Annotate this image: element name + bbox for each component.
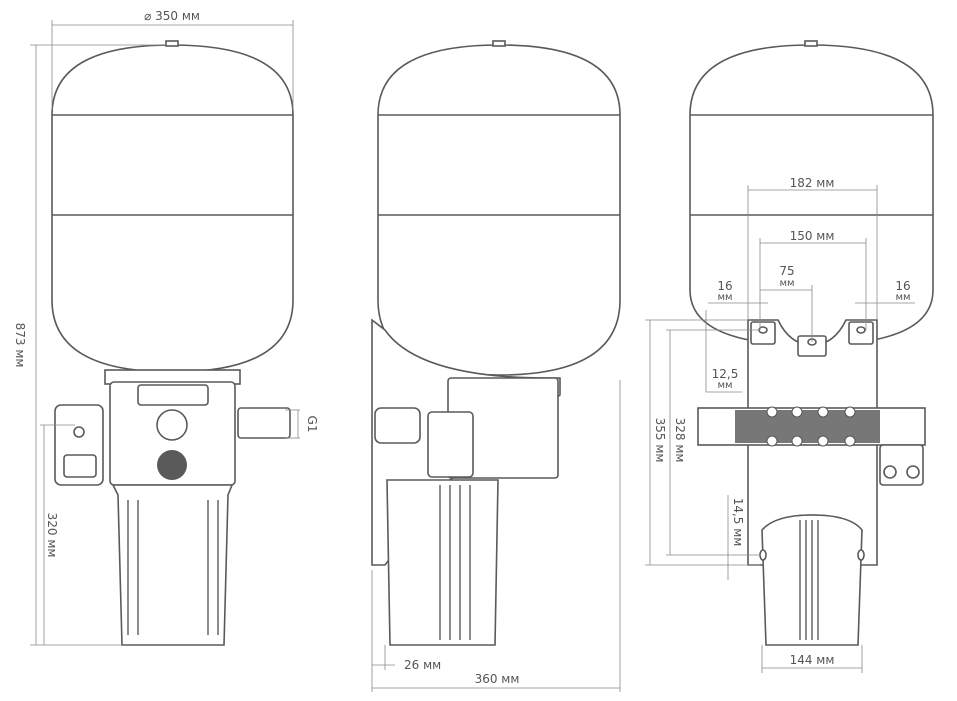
height-label: 873 мм: [13, 323, 27, 368]
width-75-unit: мм: [779, 278, 794, 289]
width-75-value: 75: [779, 264, 794, 278]
front-view: ⌀ 350 мм 873 мм 320 мм G1: [13, 9, 319, 646]
filter-width-label: 144 мм: [790, 653, 835, 667]
brand-plate: [137, 384, 209, 406]
bottom-14-5-label: 14,5 мм: [731, 498, 745, 547]
right-16-value: 16: [895, 279, 910, 293]
pipe-height-label: 320 мм: [45, 513, 59, 558]
side-tank: [377, 44, 621, 376]
right-16-unit: мм: [895, 292, 910, 303]
left-16-unit: мм: [717, 292, 732, 303]
filter-knob-icon: [157, 450, 187, 480]
offset-label: 26 мм: [404, 658, 441, 672]
width-182-label: 182 мм: [790, 176, 835, 190]
side-view: 26 мм 360 мм: [371, 40, 621, 692]
height-355-label: 355 мм: [653, 418, 667, 463]
side-switch: [374, 407, 421, 444]
diameter-label: ⌀ 350 мм: [144, 9, 200, 23]
outlet-connector: [237, 407, 291, 439]
side-filter-housing: [386, 479, 499, 646]
width-150-label: 150 мм: [790, 229, 835, 243]
filter-housing: [111, 484, 234, 646]
top-12-5-unit: мм: [717, 380, 732, 391]
top-12-5-value: 12,5: [712, 367, 739, 381]
depth-label: 360 мм: [475, 672, 520, 686]
height-328-label: 328 мм: [673, 418, 687, 463]
left-16-value: 16: [717, 279, 732, 293]
back-view: 182 мм 150 мм 75 мм 16 мм 16 мм 12,5 мм …: [645, 40, 934, 673]
pressure-gauge-icon: [156, 409, 188, 441]
front-tank: [51, 44, 294, 373]
tank-nipple: [165, 40, 179, 47]
thread-label: G1: [305, 416, 319, 433]
